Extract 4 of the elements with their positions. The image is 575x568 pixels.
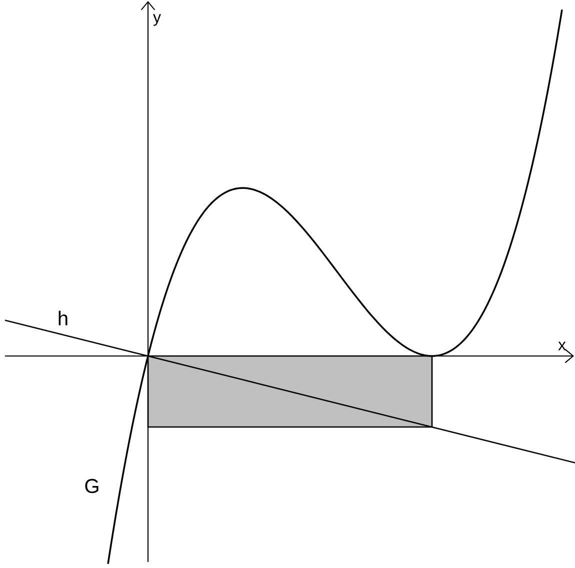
curve-label: G [85,478,98,494]
axis-label: x [558,342,566,350]
axis-label: y [153,14,161,26]
curve-label: h [58,310,68,326]
